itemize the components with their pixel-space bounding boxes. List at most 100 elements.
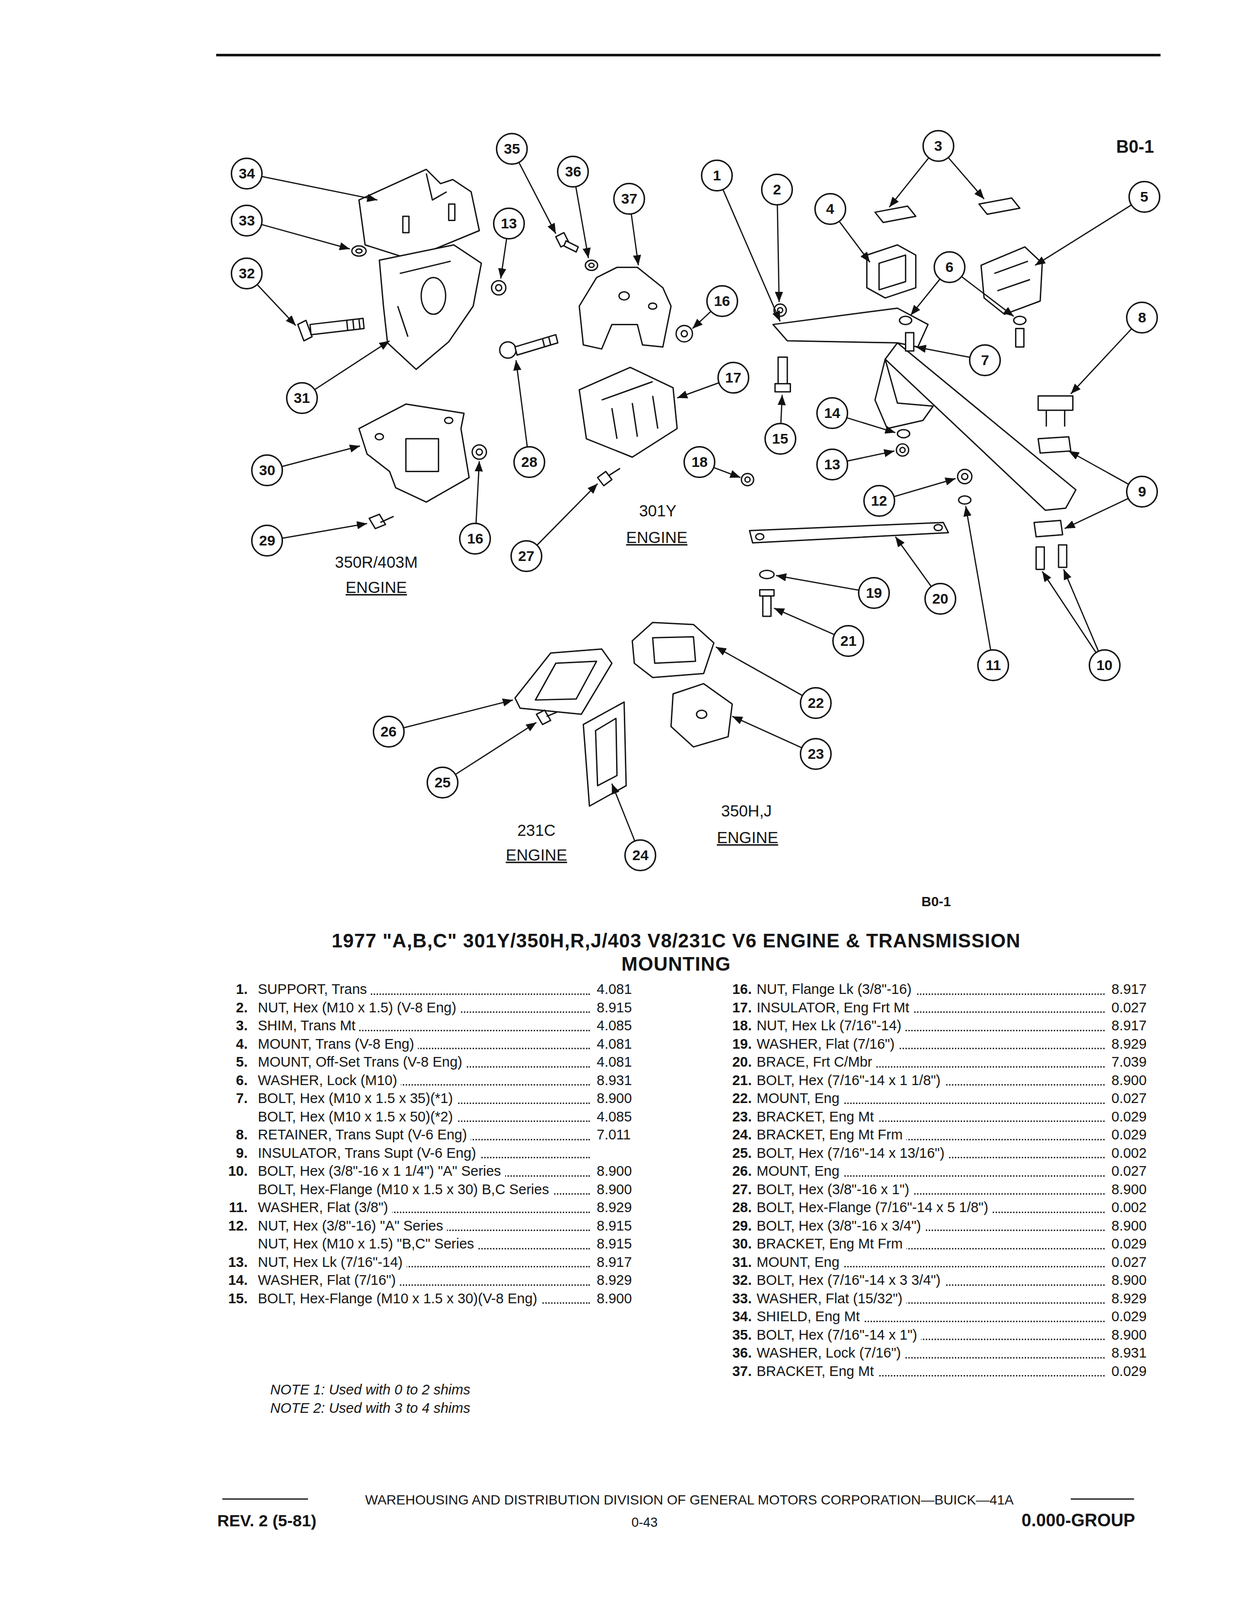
item-number: 17. (713, 998, 752, 1017)
callout-circle: 13 (816, 448, 849, 481)
item-number: 10. (208, 1161, 248, 1181)
callout-circle: 32 (230, 257, 263, 290)
part-outline (1013, 316, 1026, 325)
note-text: NOTE 2: Used with 3 to 4 shims (270, 1399, 471, 1417)
item-number: 21. (713, 1071, 752, 1090)
leader-line (776, 189, 779, 302)
group-code: 8.931 (596, 1071, 633, 1090)
part-outline (899, 316, 912, 325)
callout-number: 26 (380, 724, 397, 739)
callout-circle: 8 (1125, 301, 1158, 334)
part-outline (346, 319, 360, 331)
part-description: WASHER, Lock (M10) (257, 1071, 401, 1090)
callout-circle: 14 (816, 396, 849, 429)
callout-number: 22 (807, 695, 824, 711)
callout-number: 5 (1140, 189, 1149, 205)
callout-number: 15 (772, 431, 789, 446)
callout-number: 18 (691, 454, 708, 470)
part-outline (601, 381, 658, 439)
part-description: SUPPORT, Trans (257, 980, 371, 999)
callout-circle: 20 (924, 582, 957, 615)
part-description: WASHER, Lock (7/16") (756, 1343, 905, 1363)
leader-line (715, 646, 816, 703)
part-outline (380, 516, 394, 523)
engine-label: ENGINE (626, 527, 688, 548)
group-code: 4.085 (596, 1107, 633, 1126)
part-description: BRACKET, Eng Mt (756, 1107, 878, 1126)
callout-circle: 4 (814, 192, 847, 225)
group-code: 0.029 (1111, 1362, 1147, 1381)
callout-circle: 37 (613, 182, 646, 215)
engine-label: 350H,J (721, 801, 773, 821)
part-description: WASHER, Flat (3/8") (257, 1198, 393, 1217)
part-description: NUT, Flange Lk (3/8"-16) (756, 980, 916, 999)
part-outline (1033, 520, 1063, 537)
part-outline (579, 367, 678, 458)
callout-number: 29 (259, 533, 276, 548)
callout-number: 25 (434, 775, 451, 790)
item-number: 34. (713, 1307, 752, 1326)
item-number: 16. (713, 980, 752, 999)
callout-number: 24 (632, 847, 649, 863)
item-number: 24. (713, 1125, 752, 1144)
part-description: BOLT, Hex (M10 x 1.5 x 50)(*2) (257, 1107, 457, 1126)
leader-line (965, 506, 994, 666)
part-outline (905, 332, 914, 351)
engine-label: 301Y (639, 501, 677, 522)
leader-lines (246, 145, 1144, 856)
part-description: RETAINER, Trans Supt (V-6 Eng) (257, 1125, 471, 1144)
part-outline (696, 710, 707, 719)
group-code: 8.900 (596, 1289, 633, 1308)
callout-number: 34 (238, 166, 255, 181)
callout-circle: 24 (624, 839, 657, 872)
part-outline (1058, 544, 1067, 568)
callout-number: 23 (807, 746, 824, 761)
part-description: BOLT, Hex (7/16"-14 x 1 1/8") (756, 1071, 945, 1090)
group-code: 8.929 (1111, 1034, 1147, 1054)
part-outline (632, 622, 714, 678)
part-description: NUT, Hex (M10 x 1.5) "B,C" Series (257, 1234, 478, 1253)
group-code: 8.900 (1111, 1071, 1147, 1090)
part-description: BRACKET, Eng Mt (756, 1362, 878, 1381)
group-code: 8.915 (596, 998, 633, 1017)
part-outline (744, 476, 751, 483)
group-code: 8.917 (596, 1252, 633, 1272)
callout-number: 1 (713, 168, 722, 183)
item-number: 3. (208, 1016, 248, 1035)
callout-number: 2 (773, 182, 782, 197)
group-code: 0.027 (1111, 1252, 1147, 1272)
part-outline (1046, 410, 1065, 427)
item-number: 15. (208, 1289, 248, 1308)
revision: REV. 2 (5-81) (217, 1509, 317, 1530)
item-number: 6. (208, 1071, 248, 1090)
part-description: INSULATOR, Eng Frt Mt (756, 998, 914, 1017)
part-outline (515, 649, 613, 715)
callout-number: 16 (713, 293, 730, 309)
callout-number: 11 (985, 657, 1001, 673)
callout-circle: 31 (285, 381, 318, 414)
part-description: MOUNT, Eng (756, 1161, 844, 1181)
part-description: BRACKET, Eng Mt Frm (756, 1125, 907, 1144)
part-description: MOUNT, Trans (V-8 Eng) (257, 1034, 418, 1054)
callout-circle: 36 (556, 155, 589, 188)
callout-circle: 5 (1128, 180, 1161, 213)
group-code: 8.900 (1111, 1325, 1147, 1345)
group-code: 0.027 (1111, 998, 1147, 1017)
part-outline (652, 636, 696, 664)
part-outline (608, 468, 620, 476)
group-code: 8.915 (596, 1216, 633, 1236)
note-text: NOTE 1: Used with 0 to 2 shims (270, 1380, 471, 1398)
part-outline (958, 495, 971, 505)
part-description: BOLT, Hex (3/8"-16 x 1") (756, 1180, 914, 1199)
part-outline (379, 244, 482, 370)
callout-circle: 21 (832, 624, 865, 657)
item-number: 4. (208, 1034, 248, 1054)
group-code: 0.029 (1111, 1107, 1147, 1126)
part-outline (359, 169, 480, 259)
part-outline (355, 249, 363, 254)
part-outline (476, 448, 483, 456)
group-code: 0.027 (1111, 1089, 1147, 1108)
part-outline (444, 417, 453, 424)
group-code: 8.900 (1111, 1180, 1147, 1199)
